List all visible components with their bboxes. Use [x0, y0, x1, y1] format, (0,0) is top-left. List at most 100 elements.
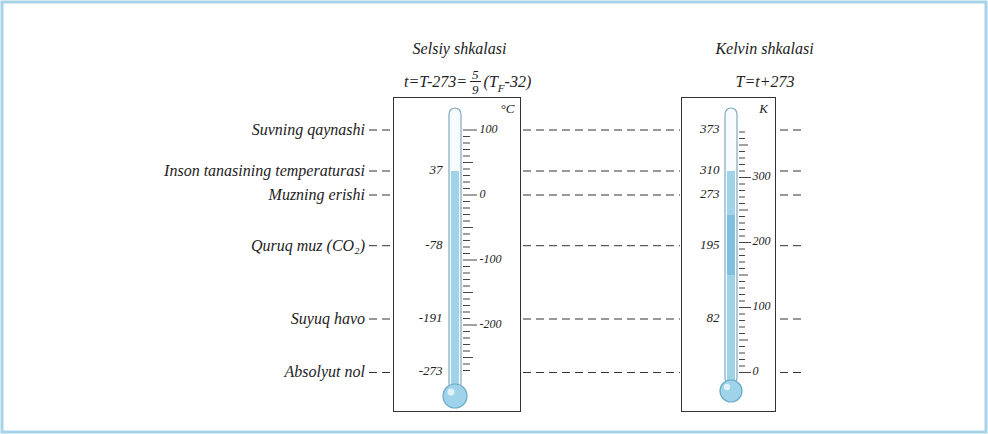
- level-line: [780, 195, 806, 196]
- scale-tick: [463, 253, 470, 254]
- level-value: 195: [700, 238, 720, 253]
- unit-label: °C: [501, 102, 515, 117]
- formula-text: t=T-273=: [404, 73, 467, 91]
- level-line: [780, 171, 806, 172]
- level-line: [780, 372, 806, 373]
- scale-tick: [463, 299, 470, 300]
- leader-line: [369, 245, 393, 246]
- scale-number: 100: [753, 300, 771, 314]
- scale-tick: [463, 266, 470, 267]
- frame-ground: [681, 97, 776, 412]
- scale-ticks: [463, 130, 751, 373]
- bulb-highlight: [448, 389, 455, 396]
- scale-tick: [739, 301, 745, 302]
- scale-tick: [463, 149, 470, 150]
- leader-line: [369, 195, 393, 196]
- scale-tick: [739, 353, 745, 354]
- level-value: 310: [700, 163, 720, 178]
- scale-tick: [463, 286, 470, 287]
- scale-tick: [463, 227, 473, 228]
- scale-tick: [463, 318, 470, 319]
- scale-tick: [463, 273, 470, 274]
- scale-tick: [463, 305, 470, 306]
- scale-tick: [463, 312, 470, 313]
- scale-tick: [463, 325, 477, 326]
- scale-tick: [463, 182, 470, 183]
- level-description: Absolyut nol: [285, 363, 365, 381]
- level-value: 82: [707, 311, 720, 326]
- scale-tick: [463, 130, 477, 131]
- scale-tick: [739, 262, 745, 263]
- scale-tick: [739, 177, 751, 178]
- thermometer-bulb: [720, 380, 742, 402]
- scale-title: Selsiy shkalasi: [413, 40, 507, 58]
- scale-tick: [739, 164, 745, 165]
- scale-tick: [739, 223, 745, 224]
- leader-line: [369, 130, 393, 131]
- level-description: Suyuq havo: [291, 310, 365, 328]
- thermometer-liquid: [451, 171, 459, 393]
- scale-tick: [463, 351, 470, 352]
- scale-tick: [463, 162, 473, 163]
- scale-tick: [739, 132, 745, 133]
- scale-tick: [739, 307, 751, 308]
- scale-tick: [463, 370, 470, 371]
- scale-tick: [739, 138, 745, 139]
- thermometer-bulb: [443, 384, 467, 408]
- scale-number: 0: [480, 188, 486, 202]
- scale-tick: [739, 203, 745, 204]
- scale-tick: [463, 357, 473, 358]
- scale-number: -200: [480, 318, 502, 332]
- level-value: 373: [700, 122, 720, 137]
- scale-number: -100: [480, 253, 502, 267]
- formula-subscript: F: [498, 82, 505, 95]
- scale-number: 300: [753, 170, 771, 184]
- scale-tick: [739, 314, 745, 315]
- leader-line: [369, 171, 393, 172]
- level-line: [780, 319, 806, 320]
- scale-tick: [739, 242, 751, 243]
- scale-tick: [739, 190, 745, 191]
- formula-text: T=t+273: [736, 73, 795, 91]
- scale-tick: [463, 214, 470, 215]
- scale-tick: [739, 229, 745, 230]
- scale-tick: [463, 136, 470, 137]
- level-value: 273: [700, 187, 720, 202]
- scale-tick: [463, 221, 470, 222]
- scale-tick: [739, 275, 748, 276]
- scale-tick: [463, 247, 470, 248]
- level-description: Quruq muz (CO₂): [251, 237, 365, 255]
- scale-tick: [739, 197, 745, 198]
- scale-tick: [739, 184, 745, 185]
- scale-tick: [463, 240, 470, 241]
- scale-tick: [739, 294, 745, 295]
- kelvin-frame: Kelvin shkalasiK373310273195823002001000: [681, 97, 776, 412]
- scale-tick: [739, 340, 748, 341]
- level-lines: [369, 130, 806, 373]
- level-line: [523, 319, 680, 320]
- scale-tick: [739, 366, 745, 367]
- level-line: [523, 195, 680, 196]
- level-line: [523, 130, 680, 131]
- leader-line: [369, 319, 393, 320]
- scale-tick: [463, 331, 470, 332]
- scale-tick: [463, 195, 477, 196]
- formula-numerator: 5: [470, 68, 481, 82]
- scale-title: Kelvin shkalasi: [715, 40, 813, 58]
- scale-tick: [463, 344, 470, 345]
- level-value: 37: [430, 163, 443, 178]
- unit-label: K: [759, 102, 768, 117]
- level-line: [523, 372, 680, 373]
- level-line: [523, 171, 680, 172]
- scale-number: 200: [753, 235, 771, 249]
- celsius-frame: Selsiy shkalasi°C37-78-191-2731000-100-2…: [393, 97, 521, 412]
- scale-tick: [463, 364, 470, 365]
- scale-tick: [739, 268, 745, 269]
- scale-tick: [463, 292, 473, 293]
- level-line: [780, 130, 806, 131]
- scale-tick: [739, 216, 745, 217]
- scale-tick: [739, 359, 745, 360]
- level-line: [523, 245, 680, 246]
- scale-number: 0: [753, 365, 759, 379]
